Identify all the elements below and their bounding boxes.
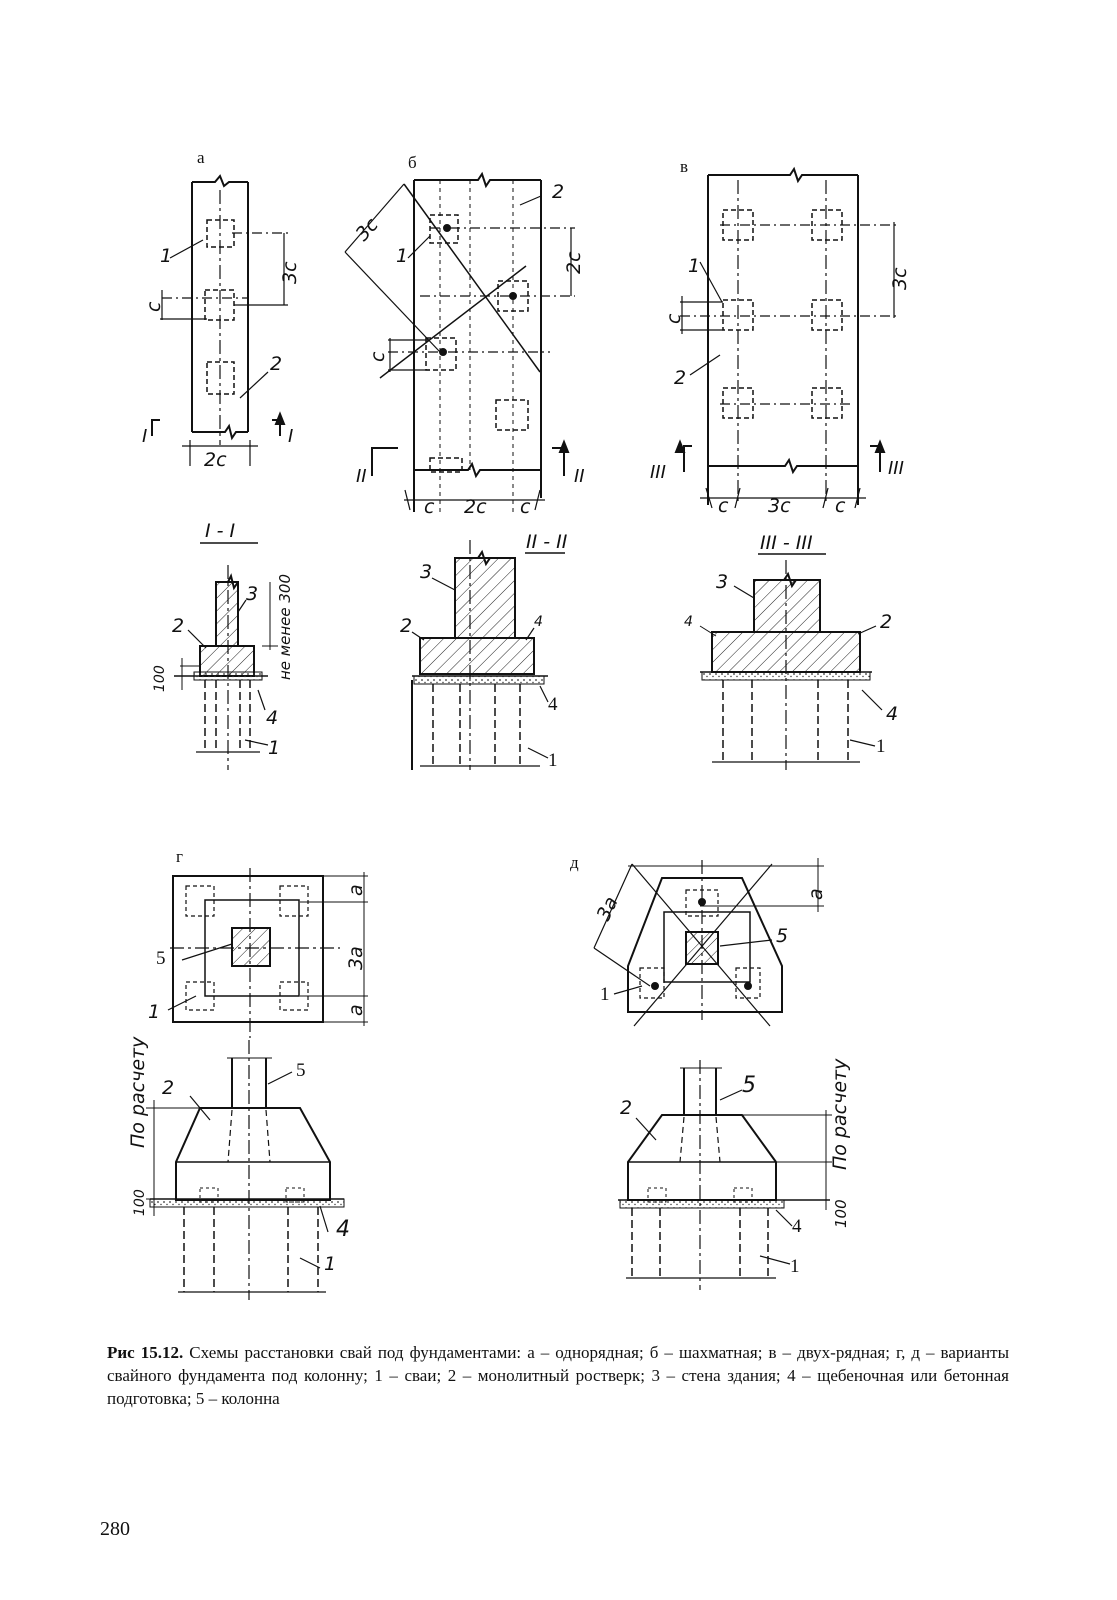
- dim-g-3a: 3a: [345, 946, 367, 970]
- dim-b-bottom-c1: c: [424, 496, 435, 518]
- callout-d-1b: 1: [790, 1256, 800, 1277]
- section-2: [411, 540, 565, 770]
- dim-a-c: c: [143, 301, 165, 312]
- callout-ii-4a: 4: [534, 614, 543, 630]
- callout-i-1: 1: [268, 737, 280, 759]
- panel-label-a: а: [197, 148, 205, 167]
- callout-i-2: 2: [172, 615, 184, 637]
- dim-b-2c: 2c: [563, 251, 585, 274]
- dim-a-2c: 2c: [204, 449, 227, 471]
- dim-g-100: 100: [132, 1189, 148, 1216]
- section-d: [618, 1060, 832, 1290]
- callout-g-1b: 1: [324, 1253, 336, 1275]
- dim-v-bottom-c1: c: [718, 495, 729, 517]
- dim-b-c-left: c: [367, 351, 389, 362]
- dim-d-calc: По расчету: [829, 1058, 851, 1170]
- dim-g-a-bottom: a: [345, 1004, 367, 1016]
- section-mark-2-right: II: [574, 466, 585, 487]
- section-title-1: I - I: [205, 520, 236, 542]
- caption-text: Схемы расстановки свай под фундаментами:…: [107, 1343, 1009, 1408]
- callout-d-4: 4: [792, 1216, 802, 1237]
- section-mark-3-right: III: [888, 458, 904, 479]
- callout-iii-2: 2: [880, 611, 892, 633]
- callout-v-2: 2: [674, 367, 686, 389]
- callout-numbers: 1 2 2 1 1 2 3 2 4 1 3 2 4 4 1 3 4 2 4 1 …: [148, 181, 898, 1277]
- section-1: [174, 542, 278, 770]
- callout-ii-3: 3: [420, 561, 432, 583]
- callout-g-4: 4: [336, 1217, 350, 1242]
- callout-d-5: 5: [776, 925, 788, 947]
- dim-d-3a: 3a: [593, 893, 623, 924]
- section-title-2: II - II: [526, 531, 568, 553]
- dim-g-calc: По расчету: [127, 1036, 149, 1148]
- plan-d: [593, 858, 824, 1027]
- callout-a-2: 2: [270, 353, 282, 375]
- callout-g-2: 2: [162, 1077, 174, 1099]
- section-marks: I I II II III III I - I II - II III - II…: [142, 426, 904, 554]
- plan-v: [674, 166, 900, 509]
- section-mark-2-left: II: [356, 466, 367, 487]
- section-title-3: III - III: [760, 532, 813, 554]
- callout-ii-4b: 4: [548, 694, 558, 715]
- caption-label: Рис 15.12.: [107, 1343, 184, 1362]
- dim-v-bottom-3c: 3c: [768, 495, 791, 517]
- section-mark-1-right: I: [288, 426, 293, 447]
- dim-i-100: 100: [152, 665, 168, 692]
- callout-i-3: 3: [246, 583, 258, 605]
- callout-d-5b: 5: [742, 1073, 756, 1098]
- panel-label-b: б: [408, 153, 417, 172]
- callout-a-1: 1: [160, 245, 172, 267]
- plan-b: [344, 171, 575, 512]
- dim-a-3c: 3c: [279, 261, 301, 284]
- callout-d-1: 1: [600, 984, 610, 1005]
- callout-ii-2: 2: [400, 615, 412, 637]
- callout-d-2: 2: [620, 1097, 632, 1119]
- panel-label-g: г: [176, 847, 183, 866]
- callout-g-1: 1: [148, 1001, 160, 1023]
- dim-d-a: a: [805, 888, 827, 900]
- callout-b-1: 1: [396, 245, 408, 267]
- dim-v-bottom-c2: c: [835, 495, 846, 517]
- dim-d-100: 100: [832, 1199, 850, 1228]
- callout-ii-1: 1: [548, 750, 558, 771]
- dim-b-3c: 3c: [351, 213, 383, 245]
- plan-g: [167, 868, 368, 1038]
- section-mark-1-left: I: [142, 426, 147, 447]
- section-mark-3-left: III: [650, 462, 666, 483]
- callout-iii-1: 1: [876, 736, 886, 757]
- dim-v-3c-right: 3c: [889, 267, 911, 290]
- panel-labels: а б в г д: [176, 148, 688, 872]
- panel-label-d: д: [570, 853, 579, 872]
- page-number: 280: [100, 1518, 130, 1540]
- panel-label-v: в: [680, 157, 688, 176]
- callout-i-4: 4: [266, 707, 278, 729]
- plan-a: [151, 174, 288, 466]
- dimension-labels: c 3c 2c 3c 2c c c 2c c c 3c c 3c c 100 н…: [127, 213, 911, 1228]
- callout-b-2: 2: [552, 181, 564, 203]
- dim-g-a-top: a: [345, 884, 367, 896]
- dim-b-bottom-2c: 2c: [464, 496, 487, 518]
- callout-v-1: 1: [688, 255, 700, 277]
- callout-g-5b: 5: [296, 1060, 306, 1081]
- dim-v-c-left: c: [663, 313, 685, 324]
- section-3: [699, 553, 883, 770]
- callout-iii-4b: 4: [886, 703, 898, 725]
- dim-b-bottom-c2: c: [520, 496, 531, 518]
- figure-caption: Рис 15.12. Схемы расстановки свай под фу…: [107, 1341, 1009, 1410]
- callout-iii-4a: 4: [684, 614, 693, 630]
- callout-iii-3: 3: [716, 571, 728, 593]
- callout-g-5: 5: [156, 948, 166, 969]
- dim-i-min300: не менее 300: [276, 574, 294, 680]
- section-g: [146, 1040, 345, 1300]
